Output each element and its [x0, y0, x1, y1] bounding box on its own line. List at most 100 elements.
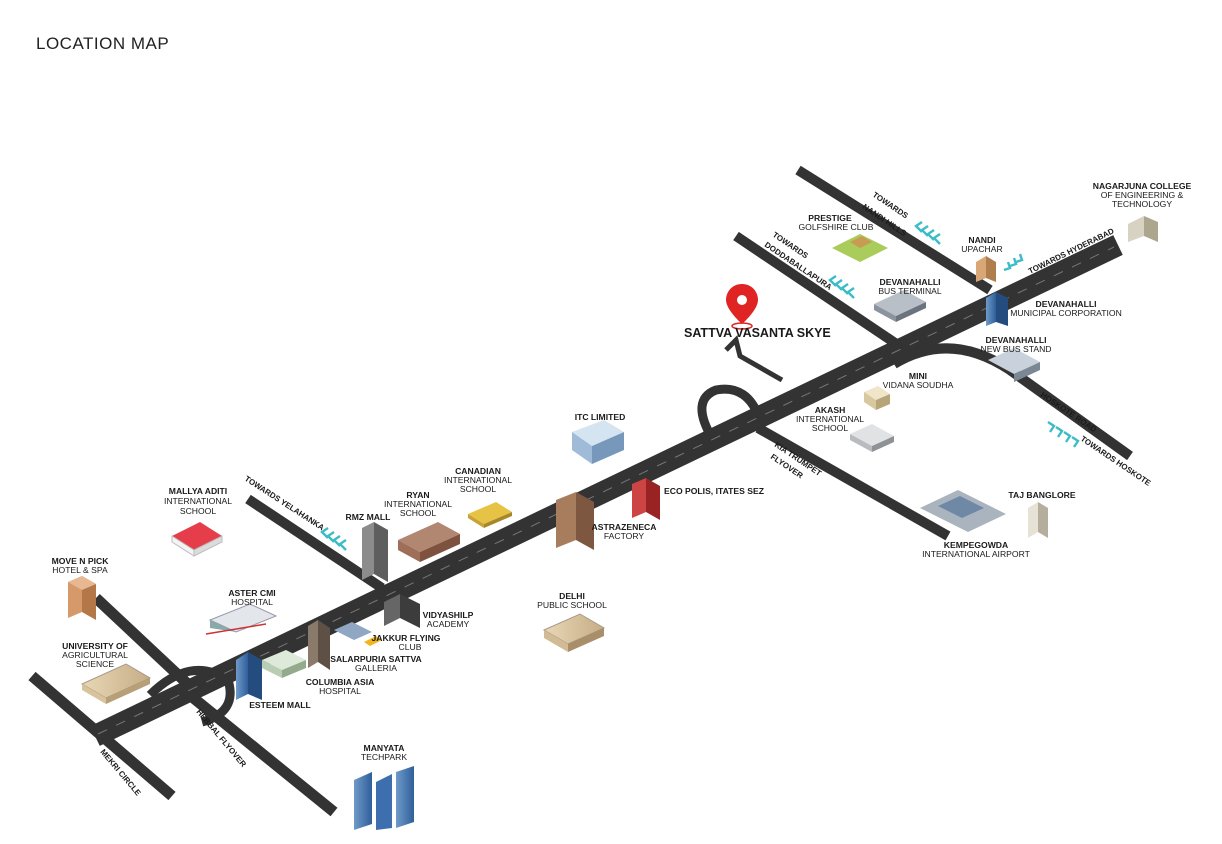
road-yelahanka [245, 494, 385, 593]
devnew-label-2: NEW BUS STAND [981, 344, 1052, 354]
astra-label-1: ASTRAZENECA [592, 522, 657, 532]
salarpuria-label-2: GALLERIA [355, 663, 397, 673]
esteem-label: ESTEEM MALL [249, 700, 311, 710]
mallya-label-2: INTERNATIONAL [164, 496, 232, 506]
vidyashilp-label-2: ACADEMY [427, 619, 470, 629]
marker-label: SATTVA VASANTA SKYE [684, 326, 831, 340]
devmun-label-2: MUNICIPAL CORPORATION [1010, 308, 1122, 318]
road-kia-trumpet [755, 423, 951, 541]
itc-building-icon [572, 420, 624, 464]
nandi-label-2: UPACHAR [961, 244, 1002, 254]
ryan-label-2: INTERNATIONAL [384, 499, 452, 509]
salarpuria-label-1: SALARPURIA SATTVA [330, 654, 422, 664]
landmark-labels: MALLYA ADITI INTERNATIONAL SCHOOL MOVE N… [52, 181, 1192, 762]
jakkur-label-2: CLUB [399, 642, 422, 652]
direction-arrows [320, 221, 1080, 551]
mini-label-2: VIDANA SOUDHA [883, 380, 954, 390]
dps-school-icon [542, 613, 606, 652]
municipal-corp-icon [986, 292, 1008, 326]
columbia-hospital-icon [262, 650, 306, 678]
road-doddaballapura [733, 231, 901, 350]
devbus-label-1: DEVANAHALLI [880, 277, 941, 287]
uas-label-1: UNIVERSITY OF [62, 641, 128, 651]
akash-label-1: AKASH [815, 405, 846, 415]
devmun-label-1: DEVANAHALLI [1036, 299, 1097, 309]
manyata-label-2: TECHPARK [361, 752, 407, 762]
nandi-label-1: NANDI [968, 235, 995, 245]
vidyashilp-label-1: VIDYASHILP [423, 610, 474, 620]
arrow-hoskote-icon [1047, 421, 1080, 448]
kia-label-1: KEMPEGOWDA [944, 540, 1008, 550]
nagarjuna-college-icon [1128, 216, 1158, 242]
columbia-label-1: COLUMBIA ASIA [306, 677, 375, 687]
rmz-label: RMZ MALL [346, 512, 391, 522]
kia-label-2: INTERNATIONAL AIRPORT [922, 549, 1031, 559]
ecopolis-tower-icon [632, 478, 660, 520]
arrow-nandi-hills-icon [914, 221, 941, 245]
devnew-label-1: DEVANAHALLI [986, 335, 1047, 345]
astra-label-2: FACTORY [604, 531, 645, 541]
mini-label-1: MINI [909, 371, 927, 381]
ryan-label-1: RYAN [406, 490, 429, 500]
property-marker[interactable]: SATTVA VASANTA SKYE [684, 284, 831, 340]
devbus-label-2: BUS TERMINAL [878, 286, 942, 296]
page-title: LOCATION MAP [36, 34, 170, 53]
manyata-techpark-icon [354, 766, 414, 830]
manyata-label-1: MANYATA [364, 743, 405, 753]
buildings [68, 216, 1158, 830]
canadian-label-2: INTERNATIONAL [444, 475, 512, 485]
nagarjuna-label-2: OF ENGINEERING & [1101, 190, 1184, 200]
columbia-label-2: HOSPITAL [319, 686, 361, 696]
bus-terminal-icon [874, 290, 926, 322]
itc-label: ITC LIMITED [575, 412, 626, 422]
astrazeneca-factory-icon [556, 492, 594, 550]
ryan-school-icon [398, 522, 460, 562]
dps-label-2: PUBLIC SCHOOL [537, 600, 607, 610]
nandi-upachar-icon [976, 256, 996, 282]
canadian-label-3: SCHOOL [460, 484, 497, 494]
jakkur-label-1: JAKKUR FLYING [372, 633, 441, 643]
aster-label-2: HOSPITAL [231, 597, 273, 607]
ryan-label-3: SCHOOL [400, 508, 437, 518]
uas-label-2: AGRICULTURAL [62, 650, 128, 660]
arrow-hyderabad-icon [1003, 253, 1024, 272]
kia-trumpet-loop [697, 384, 765, 441]
prestige-golf-icon [832, 234, 888, 262]
mini-vidana-soudha-icon [864, 386, 890, 410]
main-highway-centerline [97, 246, 1115, 735]
road-hebbal-flyover [182, 687, 338, 817]
arrow-yelahanka-icon [320, 527, 347, 551]
nagarjuna-label-3: TECHNOLOGY [1112, 199, 1172, 209]
school-building-icon [171, 522, 223, 557]
akash-school-icon [850, 424, 894, 452]
airport-terminal-icon [920, 490, 1006, 532]
mallya-label-1: MALLYA ADITI [169, 486, 227, 496]
akash-label-3: SCHOOL [812, 423, 849, 433]
rmz-tower-icon [362, 522, 388, 582]
canadian-label-1: CANADIAN [455, 466, 501, 476]
ecopolis-label: ECO POLIS, ITATES SEZ [664, 486, 764, 496]
hotel-tower-icon [68, 576, 96, 620]
aster-label-1: ASTER CMI [228, 588, 275, 598]
dps-label-1: DELHI [559, 591, 585, 601]
campus-building-icon [80, 663, 152, 704]
salarpuria-tower-icon [308, 620, 330, 670]
mallya-label-3: SCHOOL [180, 506, 217, 516]
esteem-mall-icon [236, 652, 262, 700]
arrow-doddaballapura-icon [828, 275, 855, 299]
akash-label-2: INTERNATIONAL [796, 414, 864, 424]
new-bus-stand-icon [988, 348, 1040, 382]
label-hoskote-road: HOSKOTE ROAD [1039, 390, 1098, 434]
road-mekri-circle [28, 671, 176, 801]
movenpick-label-2: HOTEL & SPA [52, 565, 108, 575]
taj-hotel-icon [1028, 502, 1048, 538]
hospital-building-icon [205, 603, 278, 635]
marker-connector-road [724, 335, 784, 383]
movenpick-label-1: MOVE N PICK [52, 556, 110, 566]
taj-label: TAJ BANGLORE [1008, 490, 1075, 500]
jakkur-hangar-icon [334, 622, 382, 646]
prestige-label-1: PRESTIGE [808, 213, 852, 223]
vidyashilp-academy-icon [384, 594, 420, 628]
canadian-school-icon [468, 502, 512, 528]
